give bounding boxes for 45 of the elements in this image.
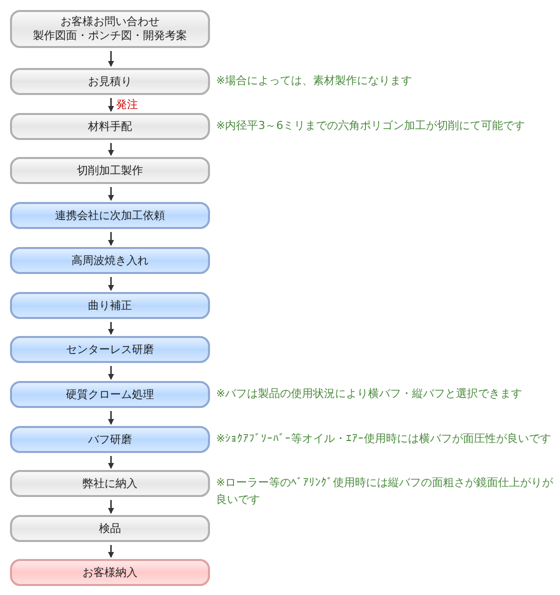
process-box bbox=[10, 113, 210, 140]
process-box bbox=[10, 336, 210, 363]
note-text: ※バフは製品の使用状況により横バフ・縦バフと選択できます bbox=[216, 386, 524, 402]
step-text: お見積り bbox=[88, 74, 132, 88]
arrow bbox=[108, 277, 114, 291]
note-text: ※ｼｮｸｱﾌﾞｿｰﾊﾞｰ等オイル・ｴｱｰ使用時には横バフが面圧性が良いです bbox=[216, 431, 552, 447]
process-box bbox=[10, 470, 210, 497]
step-text: お客様納入 bbox=[82, 566, 138, 580]
step-text: 切削加工製作 bbox=[77, 164, 143, 178]
process-box bbox=[10, 381, 210, 408]
arrow bbox=[108, 98, 114, 112]
step-text: 高周波焼き入れ bbox=[72, 254, 148, 268]
process-box bbox=[10, 68, 210, 95]
step-text: 弊社に納入 bbox=[82, 476, 138, 490]
step-text: 材料手配 bbox=[88, 120, 132, 134]
step-text: 硬質クローム処理 bbox=[66, 388, 154, 402]
arrow bbox=[108, 51, 114, 67]
arrow bbox=[108, 187, 114, 201]
process-box bbox=[10, 247, 210, 274]
step-text: お客様お問い合わせ bbox=[60, 15, 160, 29]
final-step-box bbox=[10, 559, 210, 586]
process-box bbox=[10, 292, 210, 319]
arrow bbox=[108, 232, 114, 246]
process-box bbox=[10, 202, 210, 229]
step-text: センターレス研磨 bbox=[66, 342, 154, 356]
step-text: 検品 bbox=[99, 522, 121, 536]
step-text: 曲り補正 bbox=[88, 298, 132, 312]
arrow bbox=[108, 545, 114, 558]
step-text: 製作図面・ポンチ図・開発考案 bbox=[33, 29, 187, 43]
process-box bbox=[10, 515, 210, 542]
note-text: ※内径平3～6ミリまでの六角ポリゴン加工が切削にて可能です bbox=[216, 118, 526, 134]
arrow bbox=[108, 411, 114, 425]
process-box bbox=[10, 426, 210, 453]
process-box bbox=[10, 10, 210, 48]
arrow bbox=[108, 143, 114, 156]
edge-label: 発注 bbox=[116, 98, 138, 110]
note-text: ※ローラー等のﾍﾞｱﾘﾝｸﾞ使用時には縦バフの面粗さが鏡面仕上がりが良いです bbox=[216, 475, 554, 508]
process-box bbox=[10, 157, 210, 184]
arrow bbox=[108, 456, 114, 469]
arrow bbox=[108, 366, 114, 380]
step-text: バフ研磨 bbox=[88, 432, 132, 446]
step-text: 連携会社に次加工依頼 bbox=[55, 208, 165, 222]
arrow bbox=[108, 322, 114, 335]
note-text: ※場合によっては、素材製作になります bbox=[216, 73, 414, 89]
arrow bbox=[108, 500, 114, 514]
